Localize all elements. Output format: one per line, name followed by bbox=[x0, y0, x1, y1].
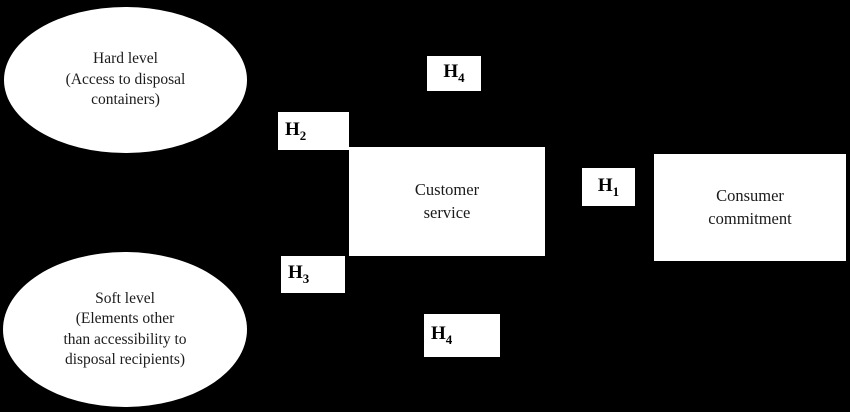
h2-text: H2 bbox=[285, 118, 307, 143]
hard-level-node: Hard level (Access to disposal container… bbox=[4, 7, 247, 153]
hypothesis-h1-label: H1 bbox=[582, 168, 635, 206]
hard-level-line2: (Access to disposal bbox=[65, 70, 186, 88]
h1-text: H1 bbox=[597, 174, 620, 199]
soft-level-line2: (Elements other bbox=[75, 310, 175, 328]
consumer-commitment-node: Consumer commitment bbox=[654, 154, 846, 261]
hypothesis-h3-label: H3 bbox=[281, 256, 345, 293]
soft-level-line3: than accessibility to bbox=[63, 330, 187, 348]
customer-service-line2: service bbox=[423, 202, 471, 222]
h4-top-text: H4 bbox=[443, 61, 465, 85]
soft-level-line4: disposal recipients) bbox=[64, 350, 186, 368]
hard-level-line3: containers) bbox=[91, 91, 160, 109]
consumer-commitment-line2: commitment bbox=[708, 208, 792, 228]
h4-bottom-text: H4 bbox=[431, 323, 453, 347]
customer-service-line1: Customer bbox=[414, 179, 480, 199]
hard-level-line1: Hard level bbox=[93, 50, 158, 68]
consumer-commitment-line1: Consumer bbox=[716, 185, 784, 205]
h3-text: H3 bbox=[288, 262, 310, 286]
soft-level-node: Soft level (Elements other than accessib… bbox=[3, 252, 247, 407]
hypothesis-h4-bottom-label: H4 bbox=[424, 314, 500, 357]
customer-service-node: Customer service bbox=[349, 147, 545, 256]
hypothesis-h2-label: H2 bbox=[278, 112, 349, 150]
hypothesis-h4-top-label: H4 bbox=[427, 56, 481, 91]
soft-level-line1: Soft level bbox=[95, 289, 155, 307]
